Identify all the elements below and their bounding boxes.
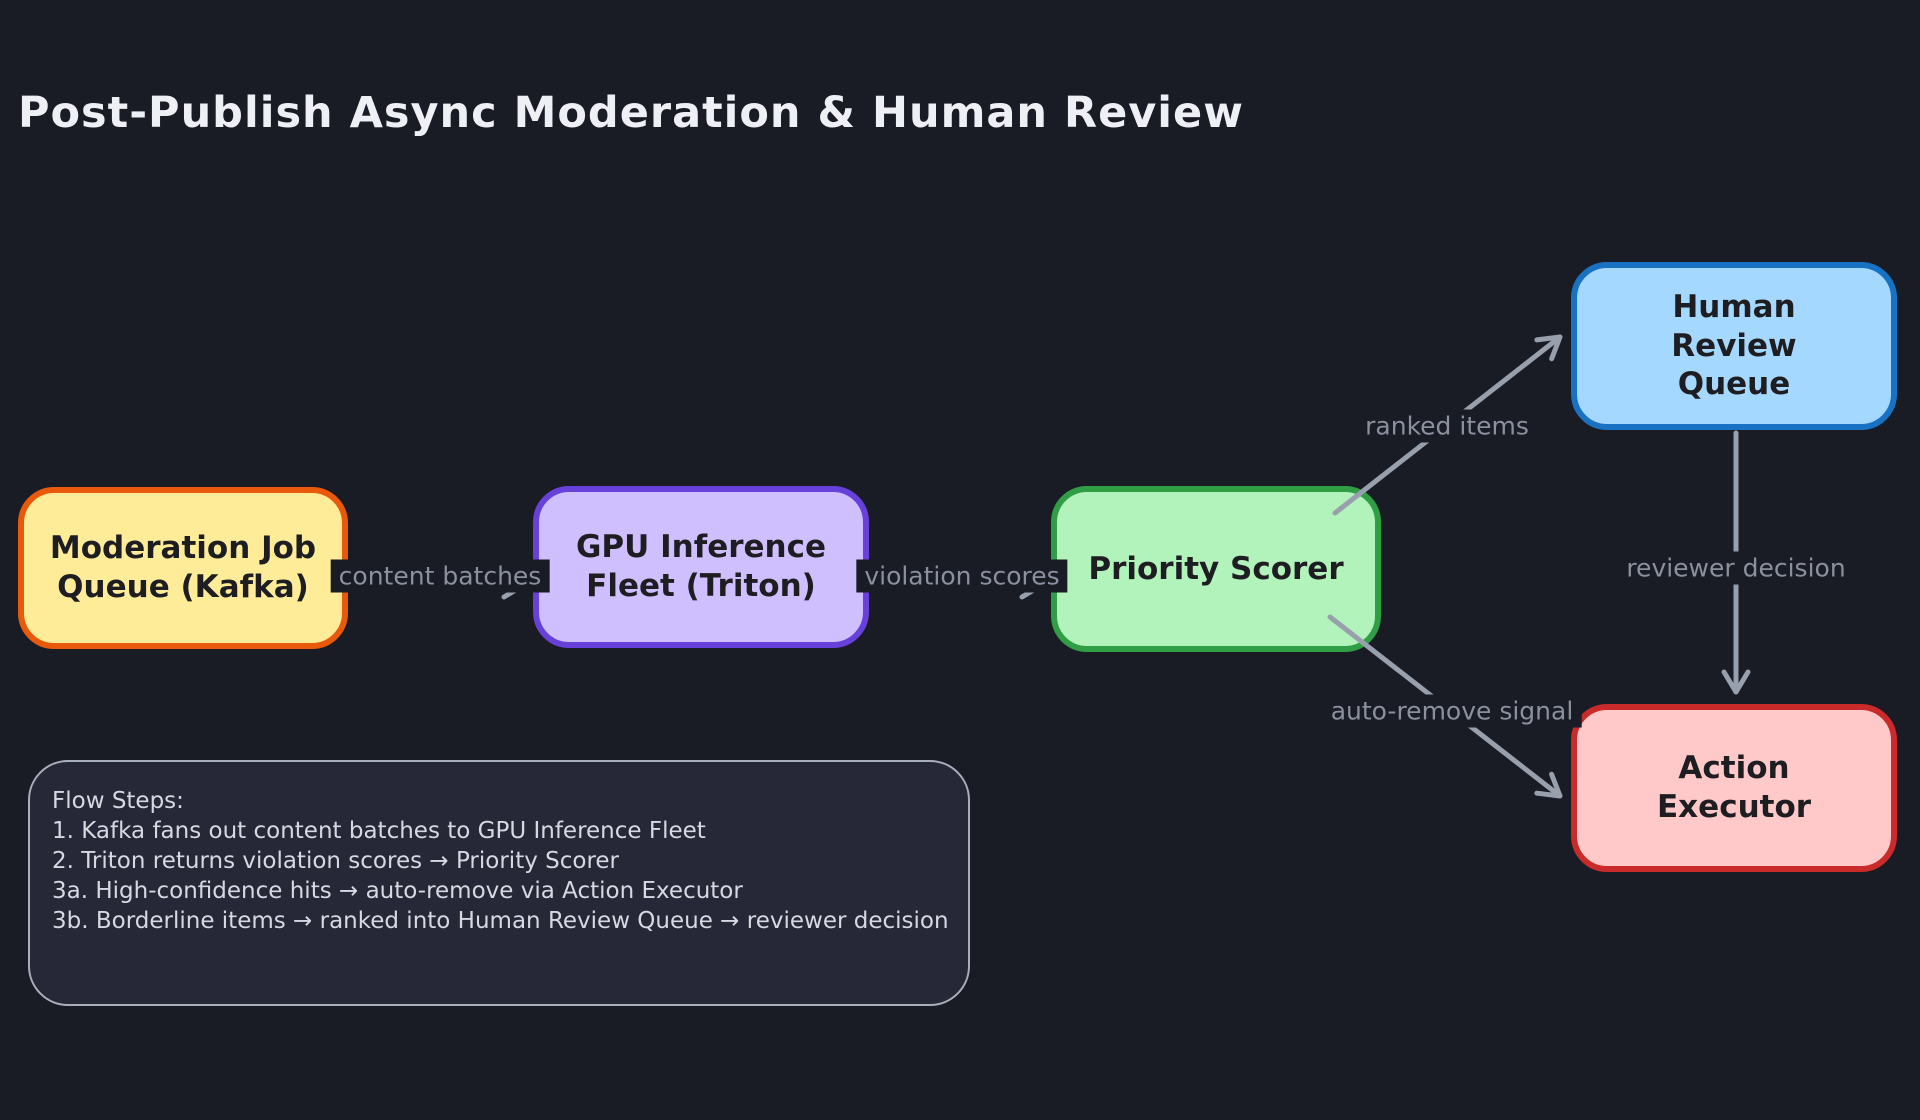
edge-label-violation-scores: violation scores [856, 559, 1068, 593]
node-human-review-queue: Human Review Queue [1571, 262, 1897, 430]
node-label: Action Executor [1657, 750, 1812, 825]
note-step-2: 2. Triton returns violation scores → Pri… [52, 848, 620, 874]
note-step-1: 1. Kafka fans out content batches to GPU… [52, 818, 706, 844]
flow-steps-note: Flow Steps: 1. Kafka fans out content ba… [28, 760, 970, 1006]
node-gpu-inference-fleet: GPU Inference Fleet (Triton) [533, 486, 869, 648]
diagram-title: Post-Publish Async Moderation & Human Re… [18, 88, 1244, 138]
note-step-3b: 3b. Borderline items → ranked into Human… [52, 908, 949, 934]
edge-label-ranked-items: ranked items [1357, 409, 1537, 443]
node-action-executor: Action Executor [1571, 704, 1897, 872]
node-moderation-job-queue: Moderation Job Queue (Kafka) [18, 487, 348, 649]
node-label: Human Review Queue [1671, 288, 1797, 403]
node-label: Moderation Job Queue (Kafka) [49, 530, 317, 605]
edge-label-reviewer-decision: reviewer decision [1618, 551, 1854, 585]
node-label: Priority Scorer [1088, 550, 1344, 587]
node-label: GPU Inference Fleet (Triton) [575, 529, 827, 604]
edge-label-content-batches: content batches [330, 559, 550, 593]
note-step-3a: 3a. High-confidence hits → auto-remove v… [52, 878, 743, 904]
note-title: Flow Steps: [52, 788, 184, 814]
node-priority-scorer: Priority Scorer [1051, 486, 1381, 652]
edge-label-auto-remove: auto-remove signal [1322, 694, 1582, 728]
